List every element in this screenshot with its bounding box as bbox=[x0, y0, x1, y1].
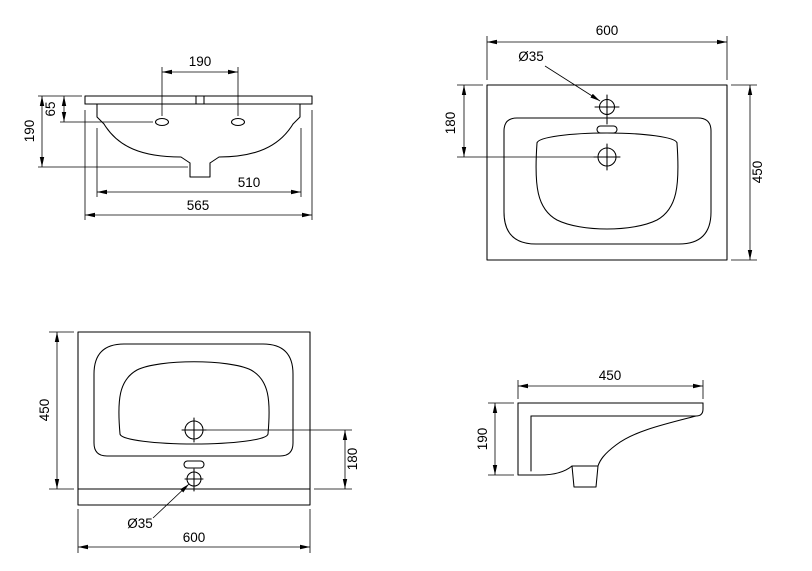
tap-hole-centerlines bbox=[184, 468, 204, 492]
leader-line-tap-hole bbox=[544, 65, 601, 102]
extension-line bbox=[206, 429, 352, 490]
front-view-dimensions: 190 65 190 510 565 bbox=[22, 54, 313, 220]
side-view-dimensions: 450 190 bbox=[475, 368, 704, 476]
dim-label-tap-hole: Ø35 bbox=[127, 516, 153, 531]
left-tap-slot bbox=[154, 117, 170, 127]
back-edge-and-underside bbox=[517, 402, 573, 476]
dim-label-height: 190 bbox=[22, 120, 37, 143]
extension-line bbox=[84, 110, 313, 220]
overflow-slot bbox=[596, 125, 618, 134]
extension-line bbox=[161, 67, 239, 116]
bowl-profile-left bbox=[103, 123, 191, 164]
bowl-inner-contour bbox=[118, 361, 270, 445]
bowl-profile-right bbox=[209, 123, 294, 164]
front-shell-curve bbox=[597, 415, 697, 467]
drain-trap bbox=[189, 162, 211, 178]
dim-label-rim-to-holes: 65 bbox=[43, 101, 58, 116]
basin-outline bbox=[77, 331, 311, 490]
extension-line bbox=[49, 331, 74, 490]
extension-line bbox=[488, 402, 514, 476]
overflow-slot bbox=[183, 460, 205, 469]
tap-hole-centerlines bbox=[594, 94, 620, 125]
extension-line bbox=[731, 84, 757, 261]
dim-label-width: 600 bbox=[596, 23, 619, 38]
extension-line bbox=[38, 95, 153, 123]
drain-stub bbox=[571, 465, 599, 488]
side-view bbox=[517, 402, 704, 488]
bowl-rim bbox=[503, 117, 712, 245]
center-overflow-marks bbox=[195, 95, 205, 105]
bowl-rim bbox=[93, 343, 294, 457]
dim-label-tap-hole: Ø35 bbox=[518, 49, 544, 64]
dim-label-bowl-width: 510 bbox=[238, 175, 261, 190]
dim-label-hole-spacing: 190 bbox=[189, 54, 212, 69]
leader-line-tap-hole bbox=[152, 483, 190, 519]
dim-label-depth: 450 bbox=[750, 161, 765, 184]
top-view bbox=[486, 84, 728, 261]
rim-top-outline bbox=[84, 95, 313, 105]
dim-label-height: 190 bbox=[475, 428, 490, 451]
right-tap-slot bbox=[230, 117, 246, 127]
basin-outline bbox=[486, 84, 728, 261]
drain-centerlines bbox=[593, 143, 621, 171]
dim-label-drain-offset: 180 bbox=[345, 448, 360, 471]
dim-label-overall-width: 565 bbox=[187, 198, 210, 213]
bottom-view-dimensions: 450 180 Ø35 600 bbox=[37, 331, 360, 553]
dim-label-depth: 450 bbox=[599, 368, 622, 383]
top-view-dimensions: 600 Ø35 180 450 bbox=[443, 23, 765, 261]
dim-label-drain-offset: 180 bbox=[443, 112, 458, 135]
extension-line bbox=[457, 84, 598, 158]
right-hanger bbox=[292, 103, 301, 125]
extension-line bbox=[96, 128, 302, 197]
drain-centerlines bbox=[181, 417, 207, 443]
bottom-view bbox=[77, 331, 311, 506]
front-view bbox=[84, 95, 313, 178]
dim-label-width: 600 bbox=[183, 530, 206, 545]
extension-line bbox=[517, 380, 704, 399]
dim-label-depth: 450 bbox=[37, 399, 52, 422]
left-hanger bbox=[96, 103, 105, 125]
front-edge bbox=[695, 402, 704, 417]
